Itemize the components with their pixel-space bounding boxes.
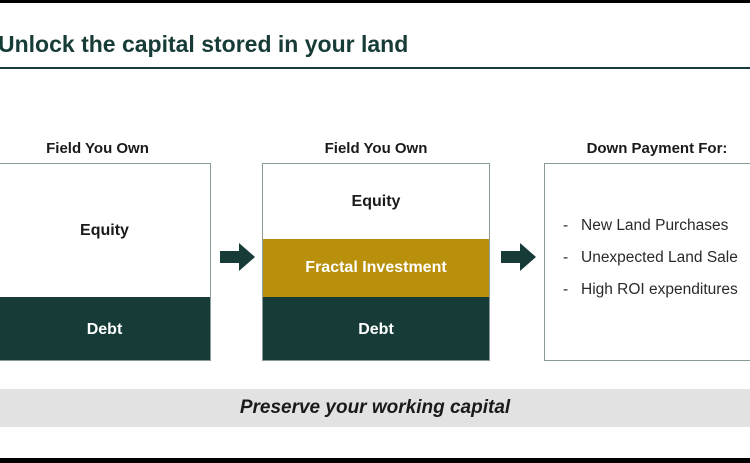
debt-segment: Debt [0, 297, 210, 360]
right-arrow-icon [501, 243, 536, 271]
banner-text: Preserve your working capital [239, 397, 511, 418]
bottom-banner: Preserve your working capital [0, 389, 750, 427]
equity-segment: Equity [80, 221, 129, 239]
column-3-label: Down Payment For: [586, 140, 728, 157]
list-item: -High ROI expenditures [563, 281, 738, 298]
down-payment-box: -New Land Purchases -Unexpected Land Sal… [544, 163, 750, 361]
fractal-investment-segment: Fractal Investment [263, 239, 489, 297]
list-item-text: High ROI expenditures [581, 281, 738, 298]
slide-title: Unlock the capital stored in your land [0, 31, 409, 57]
equity-segment: Equity [351, 192, 401, 210]
title-divider [0, 67, 750, 69]
list-item: -Unexpected Land Sale [563, 249, 738, 266]
field-box-2: Equity Fractal Investment Debt [262, 163, 490, 361]
column-1-label: Field You Own [46, 140, 149, 157]
field-box-1: Equity Debt [0, 163, 211, 361]
slide: Unlock the capital stored in your land F… [0, 3, 750, 458]
right-arrow-icon [220, 243, 255, 271]
list-item: -New Land Purchases [563, 217, 729, 234]
down-payment-list: -New Land Purchases -Unexpected Land Sal… [563, 210, 738, 306]
debt-segment: Debt [263, 297, 489, 360]
column-2-label: Field You Own [324, 140, 428, 157]
list-item-text: Unexpected Land Sale [581, 249, 738, 266]
list-item-text: New Land Purchases [581, 217, 729, 234]
